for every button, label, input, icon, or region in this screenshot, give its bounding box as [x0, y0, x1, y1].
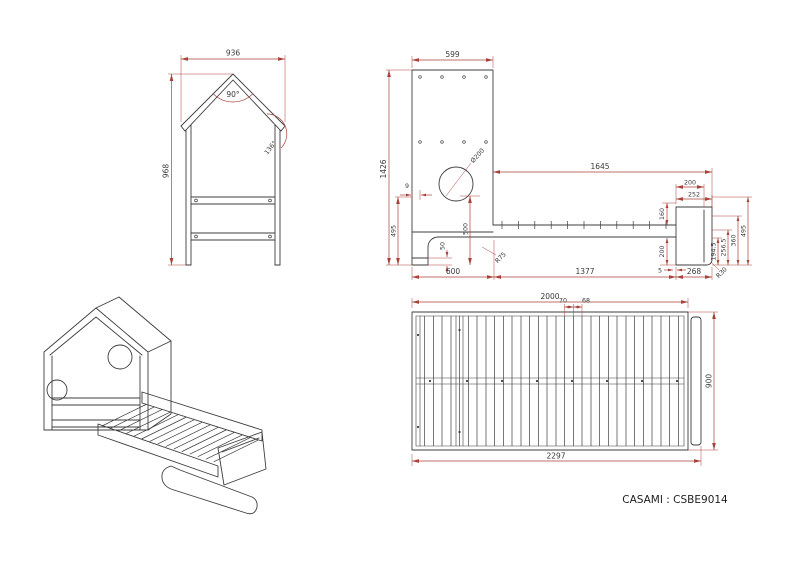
side-view: 599 1426 1645 Ø200 9 495 500	[379, 50, 752, 280]
dim-eave-angle: 136°	[263, 139, 279, 156]
dim-fillet-large: R75	[494, 251, 508, 265]
dim-slat-width: 70	[559, 298, 567, 305]
dim-porthole: Ø200	[469, 147, 486, 165]
dim-overall-length: 2297	[546, 452, 565, 461]
dim-h360: 360	[731, 234, 738, 246]
dim-front-width: 936	[226, 49, 241, 58]
iso-slats	[101, 404, 259, 463]
top-dimensions: 2000 70 68 900 2297	[411, 292, 718, 466]
dim-pad: 50	[440, 242, 447, 250]
dim-h160: 160	[659, 208, 666, 220]
dim-slat-length: 2000	[540, 292, 559, 301]
dim-h256-5: 256.5	[721, 238, 728, 256]
dim-base-length: 600	[446, 267, 461, 276]
iso-depth-edges	[95, 296, 172, 431]
slats-area	[421, 316, 683, 446]
front-view: 936 968 90° 136°	[162, 49, 288, 266]
iso-front-rail	[97, 423, 219, 478]
dim-step: 5	[658, 268, 662, 275]
iso-wall-posts	[51, 355, 141, 431]
dim-foot-top: 200	[684, 180, 696, 187]
iso-headboard-outline	[43, 307, 149, 431]
rail-slat-ticks	[501, 221, 667, 229]
dim-left-leg-height: 495	[391, 225, 398, 237]
iso-footboard	[217, 431, 267, 486]
peak-angle-arc	[212, 93, 254, 103]
iso-porthole-left	[46, 379, 68, 401]
dim-h200: 200	[659, 245, 666, 257]
side-screw-marks	[418, 75, 488, 144]
side-dimensions: 599 1426 1645 Ø200 9 495 500	[379, 50, 752, 280]
side-profile-outline	[411, 69, 713, 266]
iso-headboard-rails	[51, 397, 141, 428]
eave-angle-arc	[266, 113, 288, 149]
front-dimensions: 936 968 90° 136°	[162, 49, 288, 266]
center-supports	[416, 316, 684, 446]
dim-rail-length: 1377	[575, 267, 594, 276]
dim-total-height: 1426	[379, 159, 388, 178]
dim-h194-5: 194.5	[711, 242, 718, 260]
dim-bed-width: 900	[705, 374, 714, 389]
dim-rail-span: 1645	[590, 162, 609, 171]
dim-right-height: 495	[741, 225, 748, 237]
dim-panel-width: 599	[445, 50, 460, 59]
front-screw-marks	[194, 198, 272, 239]
iso-porthole-right	[107, 344, 133, 370]
dim-foot-depth: 268	[687, 267, 702, 276]
part-number: CASAMI : CSBE9014	[622, 494, 728, 506]
dim-foot-width: 252	[688, 192, 700, 199]
iso-back-rail	[141, 391, 263, 442]
dim-offset: 9	[405, 183, 409, 190]
iso-footboard-inner	[221, 437, 260, 453]
dim-front-height: 968	[162, 164, 171, 179]
top-view: 2000 70 68 900 2297	[411, 292, 718, 466]
iso-bottom-rail	[161, 465, 258, 515]
headboard-front-outline	[180, 73, 286, 266]
dim-inner-height: 500	[463, 223, 470, 235]
dim-peak-angle: 90°	[226, 90, 240, 99]
iso-roof-inner	[49, 316, 143, 356]
top-screw-marks	[416, 328, 679, 434]
porthole-circle	[438, 166, 474, 202]
isometric-view	[43, 296, 267, 515]
dim-slat-gap: 68	[582, 298, 590, 305]
